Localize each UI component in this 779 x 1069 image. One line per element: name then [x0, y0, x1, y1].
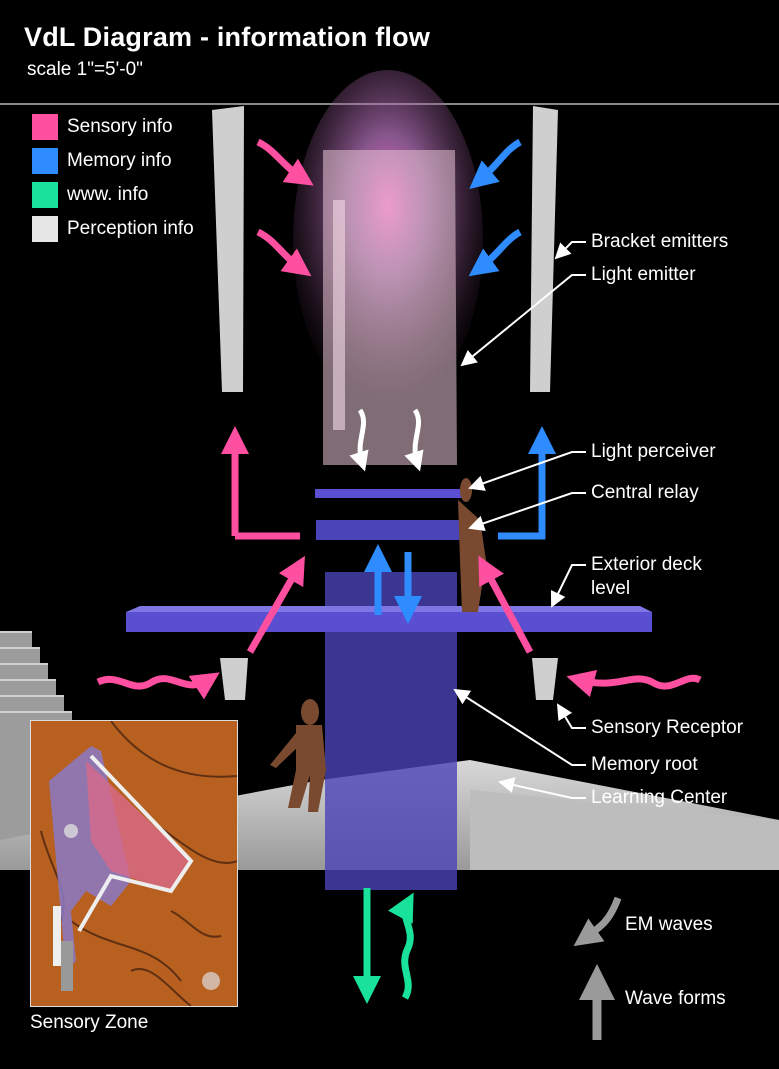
legend-item-perception: Perception info [32, 212, 194, 246]
callout-sensory-receptor: Sensory Receptor [591, 717, 744, 738]
sensory-arrows [96, 138, 702, 700]
bracket-emitter-right [530, 106, 558, 392]
legend-label: www. info [67, 184, 149, 205]
callout-exterior-deck: Exterior deck level [591, 553, 702, 601]
sensory-receptor-right [532, 658, 558, 700]
callout-light-perceiver: Light perceiver [591, 441, 716, 462]
wave-forms-label: Wave forms [625, 988, 726, 1009]
callout-memory-root: Memory root [591, 754, 698, 775]
legend-label: Sensory info [67, 116, 173, 137]
legend-swatch [32, 216, 58, 242]
callout-bracket-emitters: Bracket emitters [591, 231, 729, 252]
em-waves-label: EM waves [625, 914, 713, 935]
diagram-title: VdL Diagram - information flow [24, 22, 431, 52]
legend-item-memory: Memory info [32, 144, 194, 178]
legend-label: Memory info [67, 150, 172, 171]
inset-caption: Sensory Zone [30, 1012, 149, 1033]
callout-exterior-deck-line2: level [591, 578, 631, 599]
scale-label: scale 1"=5'-0" [27, 59, 143, 80]
callout-central-relay: Central relay [591, 482, 699, 503]
legend-swatch [32, 148, 58, 174]
callout-exterior-deck-line1: Exterior deck [591, 554, 702, 575]
bracket-emitter-left [212, 106, 244, 392]
legend-swatch [32, 182, 58, 208]
sensory-receptor-left [220, 658, 248, 700]
legend-swatch [32, 114, 58, 140]
callout-leaders [453, 241, 586, 799]
perception-arrows [349, 408, 424, 472]
em-waves-icon [573, 896, 622, 947]
callout-light-emitter: Light emitter [591, 264, 696, 285]
sensory-zone-image [31, 721, 237, 1006]
light-perceiver [315, 489, 465, 498]
callout-learning-center: Learning Center [591, 787, 728, 808]
memory-arrows [364, 138, 556, 624]
exterior-deck [126, 612, 652, 632]
light-emitter [323, 150, 457, 465]
sensory-zone-inset [30, 720, 238, 1007]
exterior-deck-top [126, 606, 652, 612]
legend: Sensory info Memory info www. info Perce… [32, 110, 194, 246]
central-relay [316, 520, 466, 540]
www-arrows [353, 888, 414, 1004]
legend-label: Perception info [67, 218, 194, 239]
legend-item-www: www. info [32, 178, 194, 212]
legend-item-sensory: Sensory info [32, 110, 194, 144]
